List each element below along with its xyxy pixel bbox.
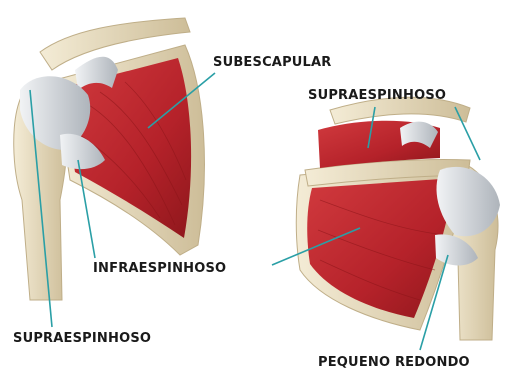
- label-supraespinhoso-right: SUPRAESPINHOSO: [308, 88, 446, 103]
- right-shoulder-figure: [296, 97, 500, 340]
- label-pequeno-redondo: PEQUENO REDONDO: [318, 355, 470, 370]
- label-subescapular: SUBESCAPULAR: [213, 55, 332, 70]
- label-supraespinhoso-left: SUPRAESPINHOSO: [13, 331, 151, 346]
- left-shoulder-figure: [14, 18, 205, 300]
- label-infraespinhoso: INFRAESPINHOSO: [93, 261, 226, 276]
